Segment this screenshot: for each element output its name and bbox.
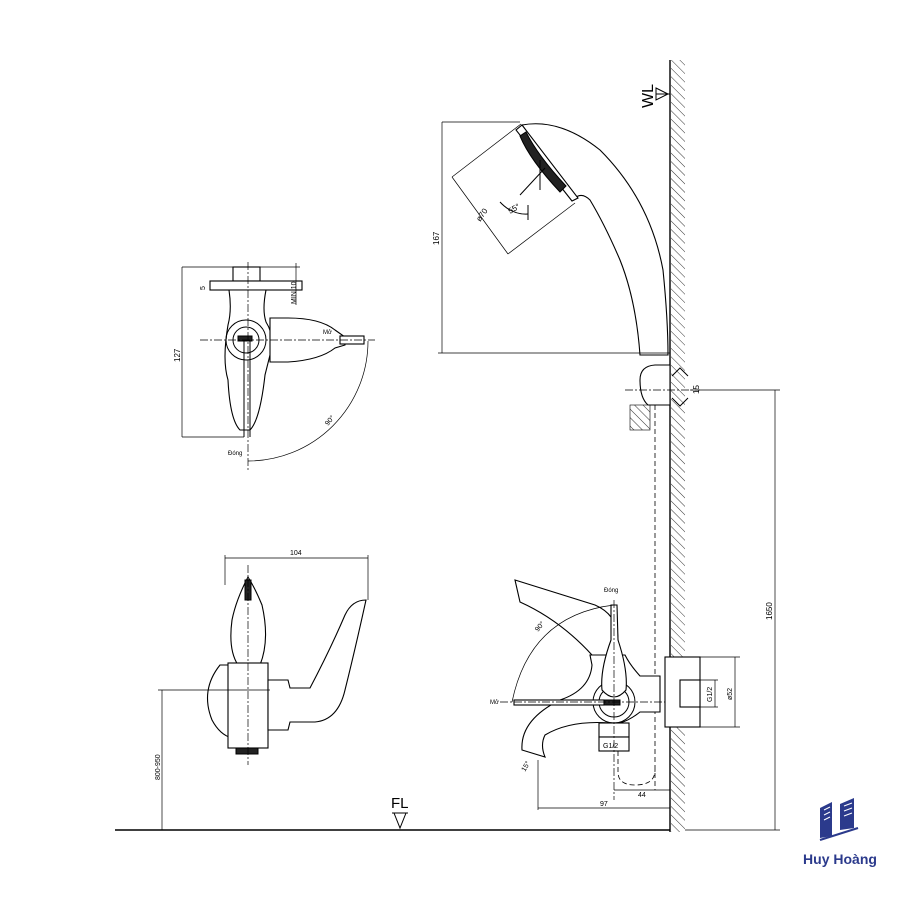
dim-97-label: 97 bbox=[600, 801, 608, 808]
shower-diameter-label: ø70 bbox=[474, 206, 490, 223]
top-height-label: 127 bbox=[173, 348, 182, 362]
side-view-faucet: 104 800-950 bbox=[155, 550, 369, 830]
front-angle-label: 90° bbox=[533, 620, 546, 633]
building-logo-icon bbox=[819, 798, 859, 841]
top-open-label: Mở bbox=[323, 329, 332, 336]
wall-level-marker: WL bbox=[640, 84, 670, 108]
outlet-thread-label: G1/2 bbox=[603, 743, 618, 750]
holder-height-label: 1650 bbox=[765, 602, 774, 620]
inlet-thread-label: G1/2 bbox=[707, 687, 714, 702]
side-width-label: 104 bbox=[290, 550, 302, 557]
shower-height-label: 167 bbox=[432, 231, 441, 245]
top-flange-label: 5 bbox=[200, 286, 207, 290]
top-angle-label: 90° bbox=[323, 414, 336, 427]
brand-name: Huy Hoàng bbox=[803, 851, 877, 867]
top-close-label: Đóng bbox=[228, 451, 242, 457]
flange-dim-label: ø52 bbox=[727, 688, 734, 700]
shower-holder: 15 bbox=[625, 364, 701, 790]
top-min-label: MIN 10 bbox=[291, 281, 298, 304]
floor-level-label: FL bbox=[391, 795, 409, 812]
holder-dim-label: 15 bbox=[692, 385, 701, 394]
top-view-faucet: Mở Đóng 90° 127 MIN 10 5 bbox=[173, 262, 375, 470]
dimension-1650: 1650 bbox=[685, 389, 780, 831]
dimension-167: 167 bbox=[432, 121, 670, 354]
front-open-label: Mở bbox=[490, 699, 499, 706]
brand-logo: Huy Hoàng bbox=[800, 798, 880, 867]
wall-level-label: WL bbox=[640, 84, 657, 108]
spout-angle-label: 15° bbox=[520, 760, 532, 773]
floor-level-marker: FL bbox=[391, 795, 409, 830]
shower-head: 55° ø70 bbox=[451, 123, 669, 356]
front-close-label: Đóng bbox=[604, 588, 618, 594]
front-view-faucet: G1/2 90° Đóng Mở 15° 44 97 G1/2 ø52 bbox=[490, 579, 740, 810]
dim-44-label: 44 bbox=[638, 792, 646, 799]
install-height-label: 800-950 bbox=[155, 754, 162, 780]
